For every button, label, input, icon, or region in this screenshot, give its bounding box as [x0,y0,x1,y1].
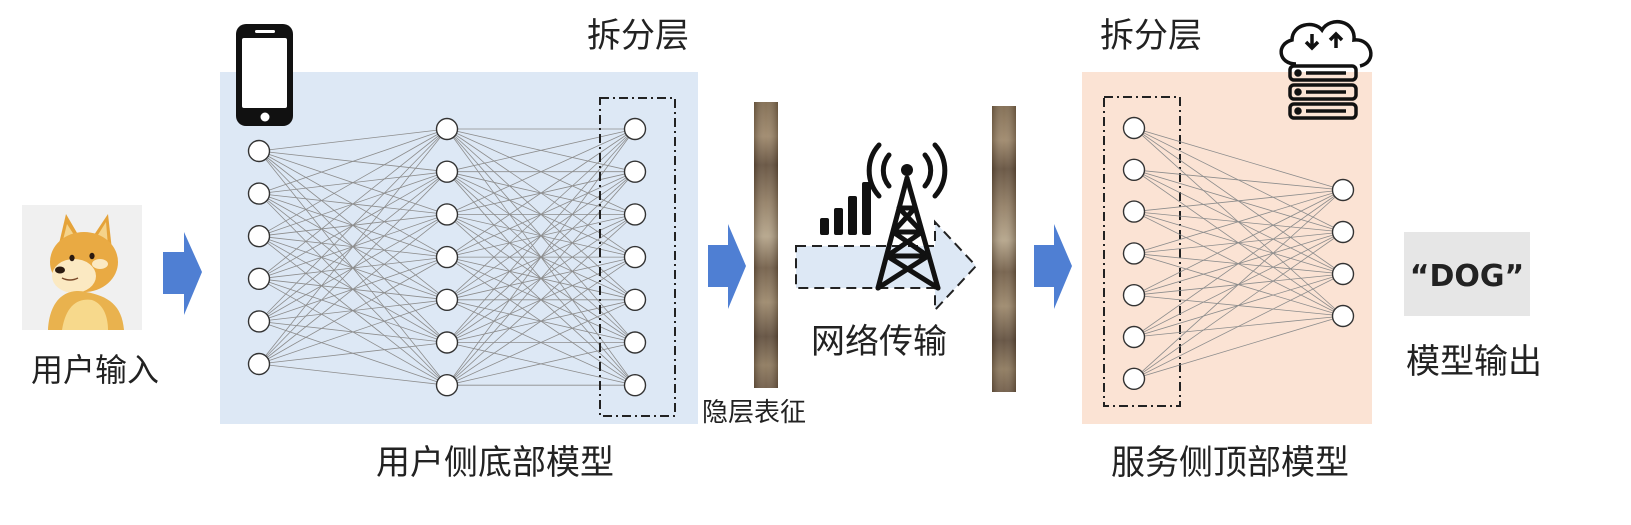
network-link [1133,315,1344,380]
signal-bars-icon [820,182,871,235]
network-link [258,128,448,152]
network-link [258,342,448,365]
network-link [1133,127,1344,191]
split-layer-box-right [1103,96,1181,407]
network-link [258,128,448,365]
neuron-node [1331,220,1355,244]
network-link [1133,273,1344,380]
network-link [258,128,448,194]
output-value: “DOG” [1410,259,1524,294]
dog-input-image [22,205,142,330]
neuron-node [247,224,271,248]
network-link [258,299,448,365]
neuron-node [1122,116,1146,140]
network-link [446,256,636,386]
neuron-node [623,117,647,141]
network-link [258,256,448,365]
hidden-representation-strip-right [992,106,1016,392]
neuron-node [623,374,647,397]
network-link [1133,189,1344,254]
network-link [446,128,636,173]
neuron-node [247,267,271,290]
neuron-node [435,117,459,141]
neuron-node [435,203,459,226]
neuron-node [1122,284,1146,307]
flow-arrow-2 [708,224,746,309]
neuron-node [1122,325,1146,349]
network-link [258,171,448,365]
network-link [446,128,636,343]
signal-tower-icon [866,142,948,291]
split-layer-label-left: 拆分层 [587,16,689,56]
neuron-node [1122,158,1146,182]
network-link [258,128,448,237]
neuron-node [1122,367,1146,390]
network-link [258,363,448,386]
network-link [446,128,636,386]
network-transmission-label: 网络传输 [811,322,947,362]
network-nodes [247,117,647,397]
server-top-model-label: 服务侧顶部模型 [1111,443,1349,483]
neuron-node [623,288,647,311]
server-network-nodes [1122,116,1355,390]
neuron-node [623,245,647,269]
neuron-node [623,160,647,183]
flow-arrow-1 [163,232,202,315]
split-layer-label-right: 拆分层 [1100,16,1202,56]
network-link [1133,189,1344,380]
network-link [1133,231,1344,380]
neuron-node [1122,242,1146,265]
neuron-node [435,288,459,311]
hidden-representation-label: 隐层表征 [702,398,806,428]
network-link [1133,189,1344,212]
network-link [1133,189,1344,338]
split-layer-box-left [599,97,676,417]
user-input-label: 用户输入 [31,351,159,389]
output-box [1404,232,1530,316]
neuron-node [435,331,459,354]
network-link [258,128,448,322]
neuron-node [435,245,459,269]
user-bottom-model-label: 用户侧底部模型 [376,443,614,483]
network-link [258,128,448,280]
user-bottom-model-panel [220,72,698,424]
network-link [446,299,636,386]
smartphone-icon [236,24,293,126]
neuron-node [435,160,459,183]
network-link [446,342,636,386]
neuron-node [1331,304,1355,328]
server-network-links [1133,127,1344,380]
cloud-server-icon [1279,19,1373,120]
neuron-node [435,374,459,397]
model-output-label: 模型输出 [1406,342,1542,382]
neuron-node [1331,178,1355,202]
network-link [446,128,636,258]
network-link [446,128,636,215]
network-link [1133,189,1344,296]
hidden-representation-strip-left [754,102,778,388]
neuron-node [247,182,271,205]
network-link [446,171,636,386]
neuron-node [247,310,271,333]
shiba-dog-icon [48,214,124,330]
network-links [258,128,636,386]
network-link [446,128,636,301]
network-link [1133,169,1344,191]
flow-arrow-3 [1034,224,1072,309]
neuron-node [1122,200,1146,223]
neuron-node [247,139,271,163]
network-link [258,214,448,365]
neuron-node [247,352,271,376]
neuron-node [623,331,647,354]
neuron-node [623,203,647,226]
neuron-node [1331,262,1355,286]
network-link [446,214,636,386]
